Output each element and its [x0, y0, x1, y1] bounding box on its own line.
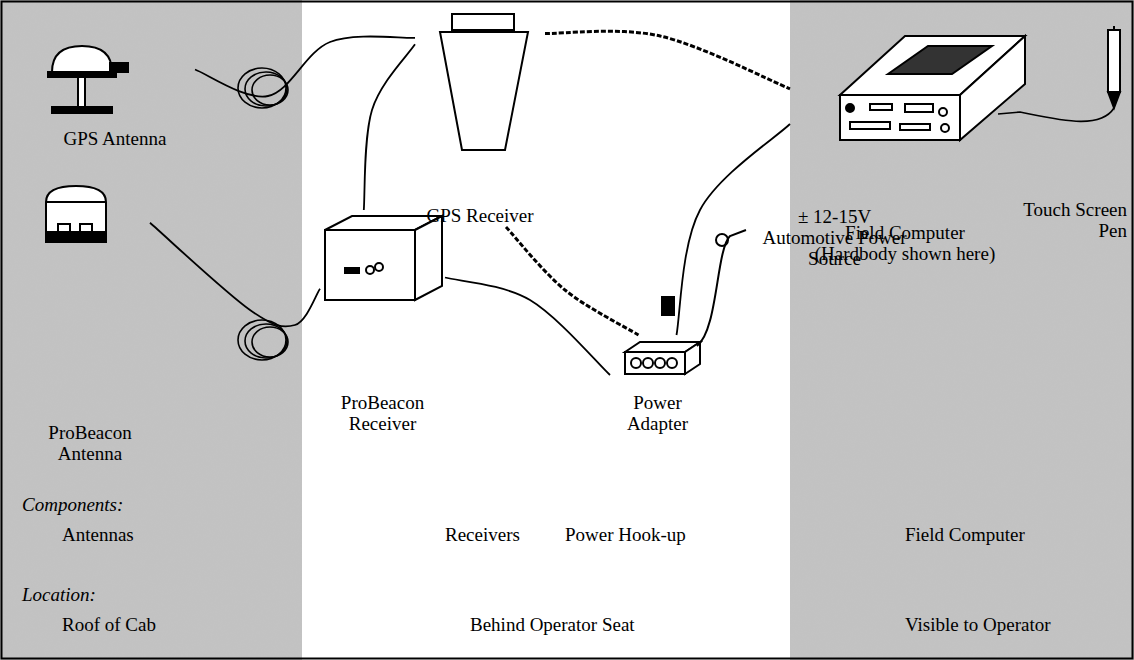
antenna-component: GPS Antenna — [35, 35, 195, 150]
touch-screen-pen — [998, 26, 1120, 121]
cable-connector — [545, 31, 790, 89]
field-computer-icon — [840, 36, 1025, 140]
component-name: ProBeacon Receiver — [320, 393, 445, 435]
cable-plug — [661, 296, 675, 316]
annotation-label: Location: — [22, 585, 96, 606]
receiver-component: ProBeacon Receiver — [320, 210, 445, 435]
power-cable — [697, 230, 746, 346]
antenna-component: ProBeacon Antenna — [30, 180, 150, 465]
annotation-label: ± 12-15V Automotive Power Source — [752, 207, 917, 270]
annotation-label: Touch Screen Pen — [1022, 200, 1127, 242]
component-caption: Power Adapter — [610, 393, 705, 435]
gps-receiver-icon — [440, 14, 528, 150]
annotation-label: Power Hook-up — [565, 525, 686, 546]
component-caption: GPS Antenna — [35, 129, 195, 150]
computer-band — [790, 0, 1134, 660]
component-name: Power Adapter — [610, 393, 705, 435]
probeacon-receiver-icon — [325, 216, 442, 300]
component-caption: GPS Receiver — [415, 206, 545, 227]
antenna-band — [0, 0, 302, 660]
cable-coil — [238, 68, 288, 108]
power-adapter-icon — [625, 342, 700, 374]
component-name: GPS Receiver — [415, 206, 545, 227]
component-name: GPS Antenna — [35, 129, 195, 150]
annotation-label: Visible to Operator — [905, 615, 1051, 636]
component-name: ProBeacon Antenna — [30, 423, 150, 465]
cable-connector — [445, 278, 610, 376]
gps-antenna-icon — [48, 46, 128, 113]
annotation-label: Receivers — [445, 525, 520, 546]
cable-connector — [506, 227, 639, 335]
component-caption: ProBeacon Antenna — [30, 423, 150, 465]
annotation-label: Antennas — [62, 525, 134, 546]
annotation-label: Field Computer — [905, 525, 1025, 546]
receiver-component: GPS Receiver — [415, 12, 545, 227]
component-caption: ProBeacon Receiver — [320, 393, 445, 435]
power-adapter-component: Power Adapter — [610, 335, 705, 435]
annotation-label: Behind Operator Seat — [470, 615, 635, 636]
annotation-label: Roof of Cab — [62, 615, 156, 636]
probeacon-antenna-icon — [46, 186, 106, 242]
cable-connector — [150, 223, 320, 327]
annotation-label: Components: — [22, 495, 123, 516]
cable-connector — [364, 44, 415, 210]
